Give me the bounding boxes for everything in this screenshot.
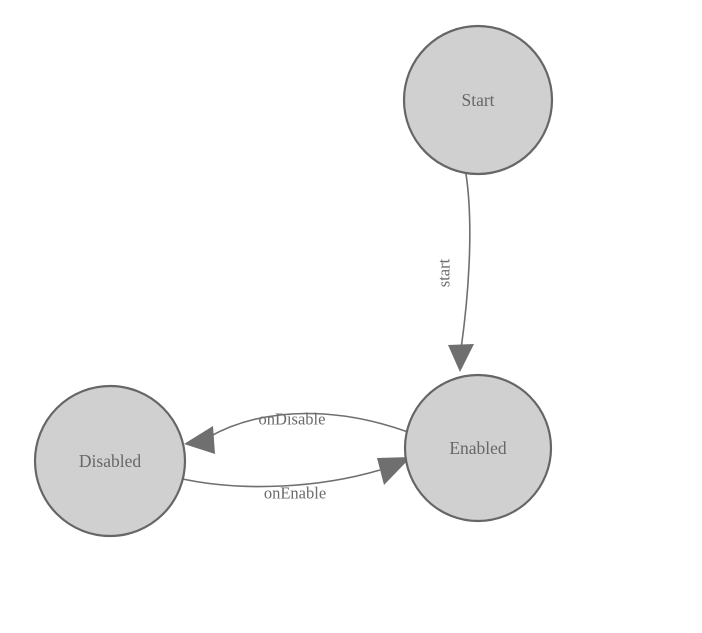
edge-label-ondisable: onDisable bbox=[259, 410, 326, 429]
node-label-enabled: Enabled bbox=[449, 438, 507, 458]
edge-path-start-to-enabled bbox=[460, 173, 471, 350]
arrowhead-into-disabled bbox=[184, 426, 215, 454]
edge-start-to-enabled: start bbox=[435, 173, 474, 372]
node-circle-disabled[interactable] bbox=[33, 384, 187, 538]
node-label-disabled: Disabled bbox=[79, 451, 141, 471]
node-circle-start[interactable] bbox=[402, 24, 554, 176]
node-label-start: Start bbox=[461, 90, 494, 110]
node-start[interactable]: Start bbox=[402, 24, 554, 176]
arrowhead-into-enabled-side bbox=[377, 457, 411, 485]
node-disabled[interactable]: Disabled bbox=[33, 384, 187, 538]
edge-label-start: start bbox=[435, 258, 454, 287]
edge-label-onenable: onEnable bbox=[264, 484, 326, 503]
edge-path-disabled-to-enabled bbox=[177, 469, 381, 488]
arrowhead-into-enabled-top bbox=[448, 344, 474, 372]
node-circle-enabled[interactable] bbox=[403, 373, 553, 523]
edge-disabled-to-enabled: onEnable bbox=[177, 457, 411, 503]
node-enabled[interactable]: Enabled bbox=[403, 373, 553, 523]
edge-enabled-to-disabled: onDisable bbox=[184, 410, 409, 454]
edge-path-enabled-to-disabled bbox=[208, 412, 409, 438]
